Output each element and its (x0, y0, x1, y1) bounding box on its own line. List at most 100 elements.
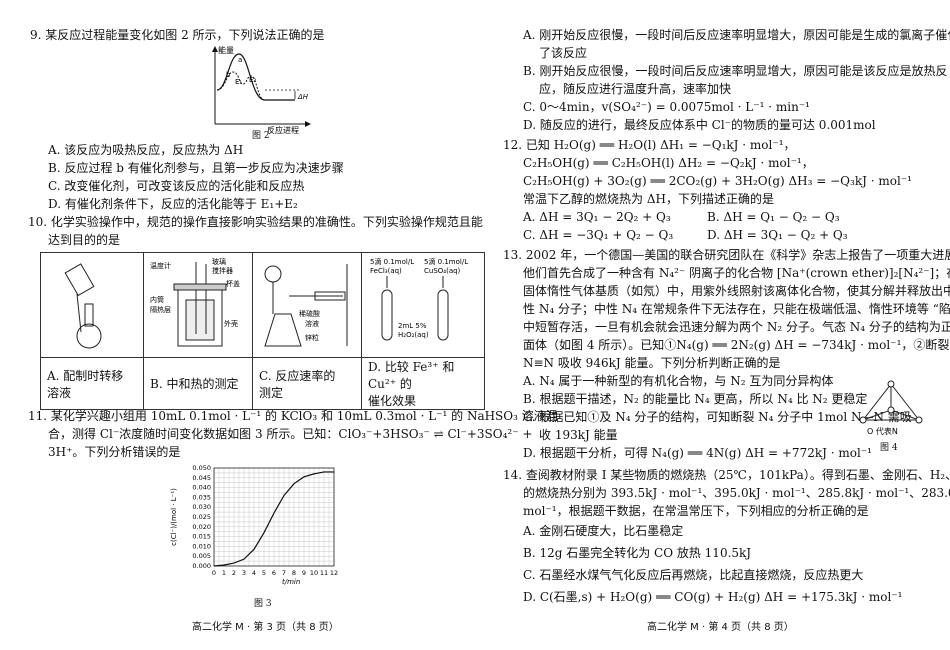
x-tick-label: 5 (262, 569, 266, 577)
q10-img-b: 温度计 玻璃 搅拌器 杯盖 内筒 隔热层 外壳 (143, 252, 253, 358)
y-tick-label: 0.010 (192, 542, 211, 550)
q11-stem-line2: 合，测得 Cl⁻浓度随时间变化数据如图 3 所示。已知：ClO₃⁻+3HSO₃⁻… (48, 427, 533, 441)
q11-option-c: C. 0～4min，v(SO₄²⁻) = 0.0075mol · L⁻¹ · m… (523, 100, 810, 114)
q10-img-c: 稀硫酸 溶液 锌粒 (252, 252, 362, 358)
x-tick-label: 7 (282, 569, 286, 577)
fig2-label-a: a (238, 56, 242, 64)
x-tick-label: 3 (242, 569, 246, 577)
q11-stem-line3: 3H⁺。下列分析错误的是 (48, 445, 181, 459)
q11-option-a-line2: 了该反应 (539, 46, 588, 60)
y-tick-label: 0.035 (192, 493, 211, 501)
q13-option-a: A. N₄ 属于一种新型的有机化合物，与 N₂ 互为同分异构体 (523, 374, 834, 388)
catalyst-comparison-illustration: 5滴 0.1mol/L FeCl₃(aq) 5滴 0.1mol/L CuSO₄(… (370, 257, 468, 340)
q11-option-a-line1: A. 刚开始反应很慢，一段时间后反应速率明显增大，原因可能是生成的氯离子催化 (523, 28, 950, 42)
rate-label-acid: 稀硫酸 (299, 309, 320, 318)
y-axis-label: c(Cl⁻)/(mol · L⁻¹) (170, 488, 178, 546)
q9-option-c: C. 改变催化剂，可改变该反应的活化能和反应热 (48, 179, 305, 193)
plot-frame (213, 467, 335, 567)
q11-option-b-line2: 应，随反应进行温度升高，速率加快 (539, 82, 732, 96)
calorimeter-label-inner: 内筒 (150, 295, 164, 304)
fig2-label-e1: E₁ (235, 78, 242, 86)
calorimeter-label-shell: 外壳 (224, 319, 238, 328)
q13-option-b: B. 根据题干描述，N₂ 的能量比 N₄ 更高，所以 N₄ 比 N₂ 更稳定 (523, 392, 868, 406)
fig2-label-b: b (226, 71, 231, 79)
y-tick-label: 0.015 (192, 533, 211, 541)
q10-option-c-line1: C. 反应速率的 (259, 368, 336, 383)
q14-option-b: B. 12g 石墨完全转化为 CO 放热 110.5kJ (523, 546, 752, 560)
q10-experiment-table: 温度计 玻璃 搅拌器 杯盖 内筒 隔热层 外壳 稀硫酸 (40, 252, 485, 410)
q10-option-b: B. 中和热的测定 (150, 377, 239, 391)
q10-stem-line2: 达到目的的是 (48, 233, 121, 247)
q10-img-a (40, 252, 144, 358)
calorimeter-label-lid: 杯盖 (226, 279, 240, 288)
x-tick-label: 1 (222, 569, 226, 577)
q13-line3: 固体惰性气体基质（如氖）中，用紫外线照射该离体化合物，使其分解并释放出中 (523, 284, 950, 298)
y-tick-label: 0.025 (192, 513, 211, 521)
y-tick-label: 0.030 (192, 503, 211, 511)
q13-line4: 性 N₄ 分子；中性 N₄ 在常规条件下无法存在，只能在极端低温、惰性环境等 “… (523, 302, 950, 316)
x-tick-label: 10 (310, 569, 318, 577)
q11-option-d: D. 随反应的进行，最终反应体系中 Cl⁻的物质的量可达 0.001mol (523, 118, 876, 132)
x-axis-label: t/min (282, 578, 300, 586)
catalyst-label-fe: FeCl₃(aq) (370, 267, 402, 275)
catalyst-label-cu: CuSO₄(aq) (424, 267, 461, 275)
fig4-legend: O 代表N (867, 426, 898, 436)
q9-option-a: A. 该反应为吸热反应，反应热为 ΔH (48, 143, 244, 157)
q14-option-a: A. 金刚石硬度大，比石墨稳定 (523, 524, 684, 538)
q14-line2: 的燃烧热分别为 393.5kJ · mol⁻¹、395.0kJ · mol⁻¹、… (523, 486, 950, 500)
calorimeter-label-insulation: 隔热层 (150, 305, 171, 314)
x-tick-label: 8 (292, 569, 296, 577)
q12-option-a: A. ΔH = 3Q₁ − 2Q₂ + Q₃ (523, 210, 671, 224)
fig2-xlabel: 反应进程 (267, 125, 299, 134)
rate-label-solution: 溶液 (305, 319, 319, 328)
reaction-rate-illustration: 稀硫酸 溶液 锌粒 (264, 263, 348, 346)
energy-diagram: 能量 a b E₁ E₂ ΔH 反应进程 (212, 45, 311, 134)
q10-option-d-line2: 催化效果 (368, 394, 417, 408)
q11-option-b-line1: B. 刚开始反应很慢，一段时间后反应速率明显增大，原因可能是该反应是放热反 (523, 64, 948, 78)
y-tick-label: 0.005 (192, 552, 211, 560)
q10-option-a-cell: A. 配制时转移溶液 (40, 357, 144, 410)
y-tick-label: 0.020 (192, 523, 211, 531)
catalyst-label-h2o2-conc: 2mL 5% (398, 322, 427, 330)
calorimeter-label-thermometer: 温度计 (150, 261, 171, 270)
q10-option-a-line2: 溶液 (47, 385, 72, 400)
y-tick-label: 0.000 (192, 562, 211, 570)
q10-img-d: 5滴 0.1mol/L FeCl₃(aq) 5滴 0.1mol/L CuSO₄(… (361, 252, 485, 358)
q9-option-d: D. 有催化剂条件下，反应的活化能等于 E₁+E₂ (48, 197, 298, 211)
fig4-caption: 图 4 (880, 443, 898, 453)
fig2-caption: 图 2 (252, 131, 270, 141)
calorimeter-label-glass: 玻璃 (212, 257, 226, 266)
x-tick-label: 4 (252, 569, 256, 577)
q13-line5: 中短暂存活，一旦有机会就会迅速分解为两个 N₂ 分子。气态 N₄ 分子的结构为正… (523, 320, 950, 334)
q14-line3: mol⁻¹，根据题干数据，在常温常压下，下列相应的分析正确的是 (523, 504, 869, 518)
q12-line3: C₂H₅OH(g) + 3O₂(g) ══ 2CO₂(g) + 3H₂O(g) … (523, 174, 912, 188)
fig2-ylabel: 能量 (218, 45, 234, 55)
series-line (213, 471, 334, 567)
q12-option-c: C. ΔH = −3Q₁ + Q₂ − Q₃ (523, 228, 674, 242)
q14-option-c: C. 石墨经水煤气气化反应后再燃烧，比起直接燃烧，反应热更大 (523, 568, 864, 582)
q10-option-b-cell: B. 中和热的测定 (143, 357, 253, 410)
q10-option-a-line1: A. 配制时转移 (47, 368, 124, 383)
y-tick-label: 0.045 (192, 474, 211, 482)
x-tick-label: 6 (272, 569, 276, 577)
y-tick-label: 0.050 (192, 464, 211, 472)
left-footer: 高二化学 M · 第 3 页（共 8 页） (192, 622, 339, 633)
q13-option-c-line2: 收 193kJ 能量 (539, 428, 618, 442)
q10-option-c-line2: 测定 (259, 385, 284, 400)
x-tick-label: 0 (212, 569, 216, 577)
q13-option-d: D. 根据题干分析，可得 N₄(g) ══ 4N(g) ΔH = +772kJ … (523, 446, 872, 460)
y-tick-label: 0.040 (192, 484, 211, 492)
catalyst-label-fe-conc: 5滴 0.1mol/L (370, 257, 414, 266)
fig3-caption: 图 3 (254, 599, 272, 609)
x-tick-label: 11 (320, 569, 328, 577)
q10-option-d-line1: D. 比较 Fe³⁺ 和 Cu²⁺ 的 (368, 360, 455, 391)
calorimeter-illustration: 温度计 玻璃 搅拌器 杯盖 内筒 隔热层 外壳 (150, 257, 240, 346)
q10-stem-line1: 10. 化学实验操作中，规范的操作直接影响实验结果的准确性。下列实验操作规范且能 (28, 215, 483, 229)
q12-line2: C₂H₅OH(g) ══ C₂H₅OH(l) ΔH₂ = −Q₂kJ · mol… (523, 156, 814, 170)
q12-option-b: B. ΔH = Q₁ − Q₂ − Q₃ (707, 210, 840, 224)
q9-option-b: B. 反应过程 b 有催化剂参与，且第一步反应为决速步骤 (48, 161, 344, 175)
transfer-solution-illustration (64, 262, 102, 348)
x-tick-label: 2 (232, 569, 236, 577)
q9-stem: 9. 某反应过程能量变化如图 2 所示，下列说法正确的是 (30, 28, 325, 42)
